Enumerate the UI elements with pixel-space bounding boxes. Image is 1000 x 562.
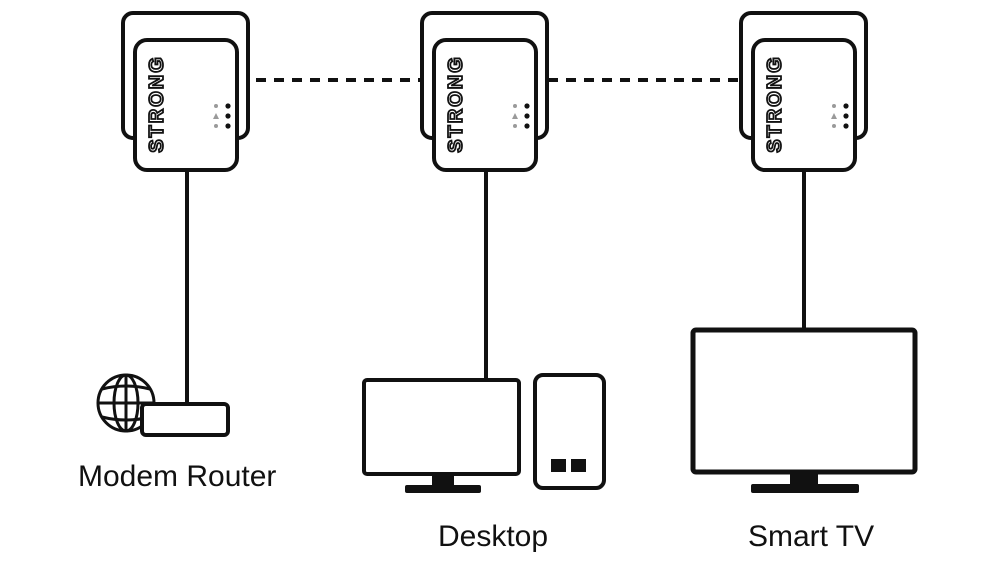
pc-tower-icon: [533, 373, 606, 490]
label-modem-router: Modem Router: [78, 460, 277, 493]
status-leds: [524, 103, 530, 129]
status-led-symbols: [213, 104, 219, 128]
status-leds: [225, 103, 231, 129]
status-leds: [843, 103, 849, 129]
powerline-adapter-icon: STRONG: [121, 11, 250, 172]
status-led-symbols: [512, 104, 518, 128]
powerline-adapter-icon: STRONG: [739, 11, 868, 172]
tv-icon: [690, 327, 918, 493]
monitor-icon: [362, 378, 521, 493]
cables: [185, 165, 806, 406]
label-desktop: Desktop: [438, 520, 549, 553]
adapter-brand-label: STRONG: [146, 55, 168, 153]
adapter-brand-label: STRONG: [445, 55, 467, 153]
adapter-brand-label: STRONG: [764, 55, 786, 153]
router-icon: [140, 402, 230, 437]
powerline-adapter-icon: STRONG: [420, 11, 549, 172]
label-smart-tv: Smart TV: [748, 520, 875, 553]
status-led-symbols: [831, 104, 837, 128]
